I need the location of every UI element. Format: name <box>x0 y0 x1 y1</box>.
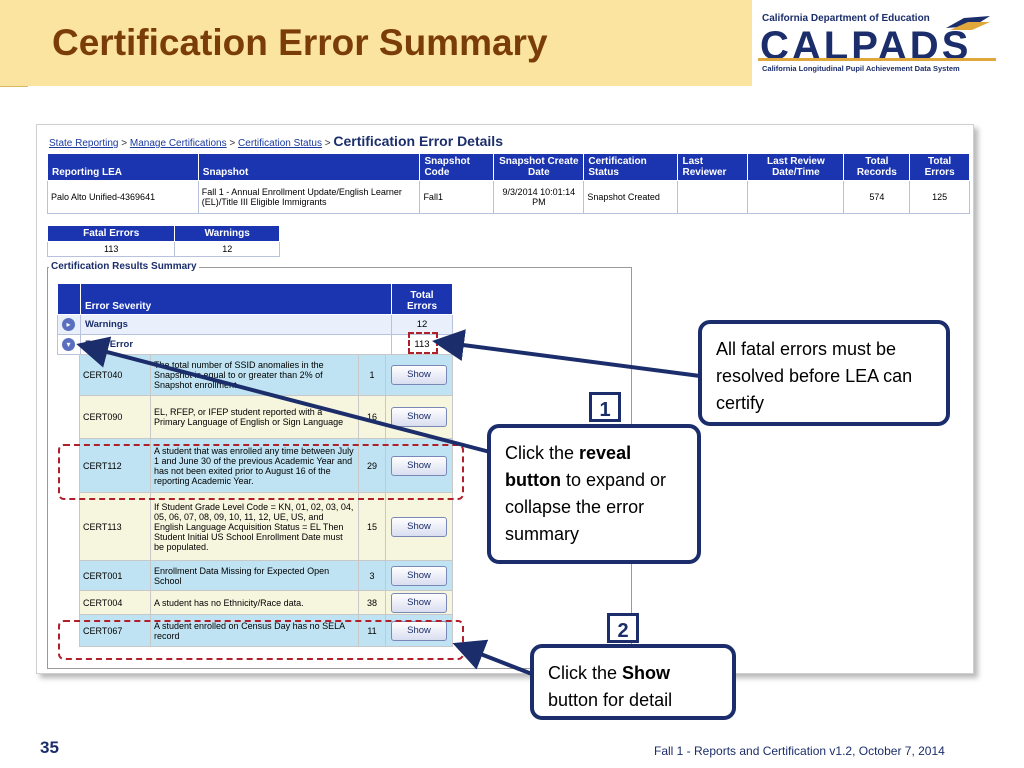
col-snapshot-code: Snapshot Code <box>419 153 495 181</box>
logo-sub-text: California Longitudinal Pupil Achievemen… <box>762 64 960 73</box>
table-row: CERT001 Enrollment Data Missing for Expe… <box>79 560 453 591</box>
callout-fatal-errors: All fatal errors must be resolved before… <box>698 320 950 426</box>
col-warnings: Warnings <box>174 225 280 242</box>
col-last-review-date: Last Review Date/Time <box>747 153 845 181</box>
calpads-logo: California Department of Education CALPA… <box>752 0 1024 86</box>
slide-footer: Fall 1 - Reports and Certification v1.2,… <box>654 744 945 758</box>
error-description: If Student Grade Level Code = KN, 01, 02… <box>150 492 359 561</box>
error-description: A student enrolled on Census Day has no … <box>150 614 359 647</box>
severity-row-fatal: ▾ Fatal Error 113 <box>57 334 453 355</box>
step-badge-1: 1 <box>589 392 621 422</box>
error-description: A student has no Ethnicity/Race data. <box>150 590 359 615</box>
breadcrumb-separator: > <box>229 138 236 149</box>
col-toggle <box>57 283 81 315</box>
cell-reporting-lea: Palo Alto Unified-4369641 <box>47 180 199 214</box>
reveal-button-fatal[interactable]: ▾ <box>62 338 75 351</box>
error-description: Enrollment Data Missing for Expected Ope… <box>150 560 359 591</box>
col-severity-total: Total Errors <box>391 283 453 315</box>
col-snapshot-create-date: Snapshot Create Date <box>493 153 585 181</box>
error-code: CERT113 <box>79 492 151 561</box>
reveal-button-warnings[interactable]: ▸ <box>62 318 75 331</box>
highlight-cert067-row <box>58 620 464 660</box>
step-badge-2: 2 <box>607 613 639 643</box>
cell-warnings: 12 <box>174 241 280 257</box>
table-row: CERT090 EL, RFEP, or IFEP student report… <box>79 395 453 439</box>
table-row: CERT004 A student has no Ethnicity/Race … <box>79 590 453 615</box>
page-title: Certification Error Details <box>333 133 503 149</box>
error-code: CERT004 <box>79 590 151 615</box>
page-number: 35 <box>40 738 59 757</box>
breadcrumb-separator: > <box>324 138 331 149</box>
error-count: 1 <box>358 354 386 396</box>
highlight-cert112-row <box>58 444 464 500</box>
severity-row-warnings: ▸ Warnings 12 <box>57 314 453 335</box>
cell-total-records: 574 <box>843 180 911 214</box>
title-bar: Certification Error Summary <box>0 0 790 90</box>
col-total-errors: Total Errors <box>909 153 970 181</box>
error-code: CERT090 <box>79 395 151 439</box>
table-row: CERT113 If Student Grade Level Code = KN… <box>79 492 453 561</box>
error-description: EL, RFEP, or IFEP student reported with … <box>150 395 359 439</box>
cell-fatal-errors: 113 <box>46 241 176 257</box>
results-legend: Certification Results Summary <box>49 261 199 272</box>
table-row: CERT067 A student enrolled on Census Day… <box>79 614 453 647</box>
fatal-warnings-table: Fatal Errors Warnings 113 12 <box>46 225 280 257</box>
error-code: CERT040 <box>79 354 151 396</box>
callout-reveal-button: Click the reveal button to expand or col… <box>487 424 701 564</box>
error-count: 38 <box>358 590 386 615</box>
col-error-severity: Error Severity <box>80 283 392 315</box>
error-count: 3 <box>358 560 386 591</box>
error-count: 11 <box>358 614 386 647</box>
error-description: The total number of SSID anomalies in th… <box>150 354 359 396</box>
error-code: CERT067 <box>79 614 151 647</box>
callout-show-button: Click the Show button for detail <box>530 644 736 720</box>
col-snapshot: Snapshot <box>197 153 421 181</box>
error-code: CERT001 <box>79 560 151 591</box>
breadcrumb-certification-status[interactable]: Certification Status <box>238 138 322 149</box>
flag-icon <box>946 16 990 30</box>
breadcrumb-separator: > <box>121 138 128 149</box>
error-severity-table: Error Severity Total Errors ▸ Warnings 1… <box>57 283 453 355</box>
cell-total-errors: 125 <box>909 180 970 214</box>
col-total-records: Total Records <box>843 153 911 181</box>
logo-bar <box>758 58 996 61</box>
show-button[interactable]: Show <box>391 365 447 385</box>
show-button[interactable]: Show <box>391 516 447 537</box>
cell-last-reviewer <box>677 180 749 214</box>
cell-last-review-date <box>747 180 845 214</box>
cell-snapshot-create-date: 9/3/2014 10:01:14 PM <box>493 180 585 214</box>
slide-title: Certification Error Summary <box>52 22 548 63</box>
cell-snapshot-code: Fall1 <box>419 180 495 214</box>
highlight-fatal-total <box>408 332 438 354</box>
breadcrumb-manage-certifications[interactable]: Manage Certifications <box>129 138 227 149</box>
cell-snapshot: Fall 1 - Annual Enrollment Update/Englis… <box>197 180 421 214</box>
table-row: CERT040 The total number of SSID anomali… <box>79 354 453 396</box>
col-last-reviewer: Last Reviewer <box>677 153 749 181</box>
logo-top-text: California Department of Education <box>762 13 930 24</box>
severity-label: Fatal Error <box>80 334 392 355</box>
error-detail-table: CERT040 The total number of SSID anomali… <box>79 354 453 647</box>
error-count: 16 <box>358 395 386 439</box>
error-count: 15 <box>358 492 386 561</box>
logo-main-text: CALPADS <box>760 24 972 68</box>
col-reporting-lea: Reporting LEA <box>47 153 199 181</box>
severity-label: Warnings <box>80 314 392 335</box>
show-button[interactable]: Show <box>391 407 447 427</box>
col-certification-status: Certification Status <box>583 153 679 181</box>
certification-summary-table: Reporting LEA Snapshot Snapshot Code Sna… <box>47 153 970 214</box>
cell-certification-status: Snapshot Created <box>583 180 679 214</box>
show-button[interactable]: Show <box>391 565 447 586</box>
breadcrumb-state-reporting[interactable]: State Reporting <box>49 138 119 149</box>
table-header-row: Reporting LEA Snapshot Snapshot Code Sna… <box>47 153 970 181</box>
show-button[interactable]: Show <box>391 592 447 613</box>
show-button[interactable]: Show <box>391 455 447 476</box>
col-fatal-errors: Fatal Errors <box>46 225 176 242</box>
table-row: Palo Alto Unified-4369641 Fall 1 - Annua… <box>47 180 970 214</box>
breadcrumb: State Reporting > Manage Certifications … <box>49 133 503 149</box>
